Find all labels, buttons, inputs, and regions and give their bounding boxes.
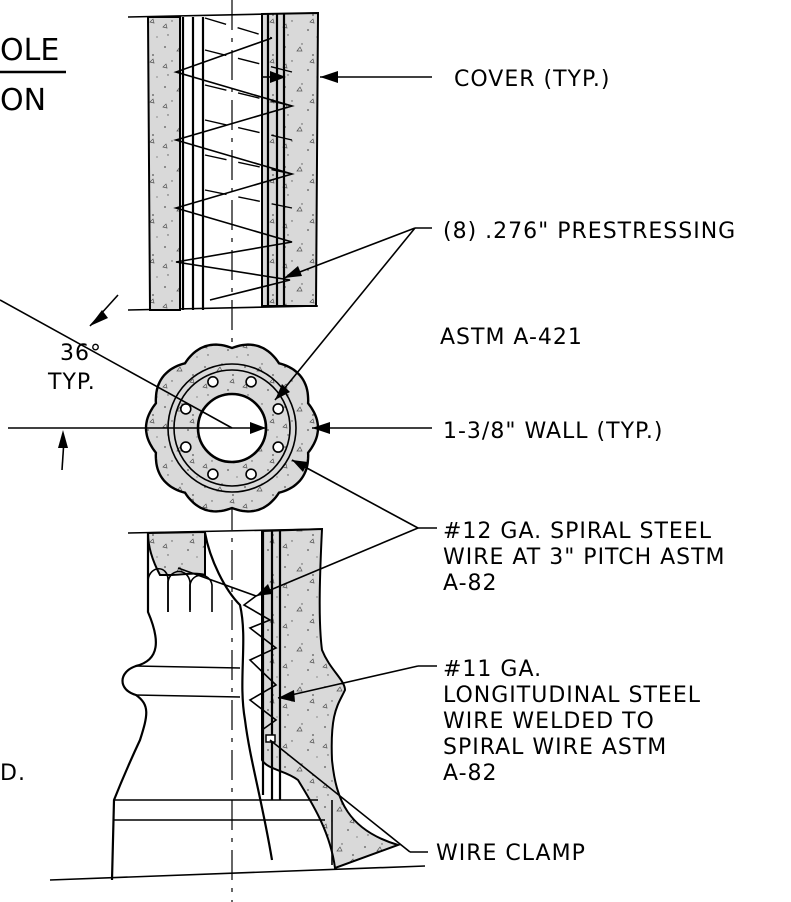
prestressing-strand (180, 403, 192, 415)
angle-typ-label: TYP. (47, 370, 96, 395)
longitudinal-label-2: LONGITUDINAL STEEL (443, 683, 701, 708)
prestressing-strand (207, 375, 219, 388)
title-block: OLE ON (0, 33, 66, 118)
cover-label: COVER (TYP.) (454, 67, 610, 92)
longitudinal-label-4: SPIRAL WIRE ASTM (443, 735, 667, 760)
angle-label: 36° (60, 341, 102, 366)
longitudinal-label-1: #11 GA. (443, 657, 542, 682)
leaders (232, 71, 437, 853)
spiral-label-1: #12 GA. SPIRAL STEEL (443, 519, 712, 544)
wall-label: 1-3/8" WALL (TYP.) (443, 419, 663, 444)
prestressing-strands (180, 375, 285, 481)
prestressing-strand (245, 375, 257, 388)
spiral-label-3: A-82 (443, 571, 498, 596)
prestressing-label: (8) .276" PRESTRESSING (443, 219, 736, 244)
wire-clamp (265, 734, 276, 743)
prestressing-strand (180, 441, 192, 453)
angle-indicator: 36° TYP. (0, 294, 233, 471)
title-line-1: OLE (0, 33, 59, 68)
longitudinal-label-5: A-82 (443, 761, 498, 786)
lower-pole-base (49, 527, 426, 881)
upper-pole-segment (127, 11, 320, 311)
edge-label: D. (0, 761, 26, 786)
prestressing-strand (245, 468, 257, 481)
prestressing-strand (207, 468, 219, 481)
prestressing-strand (272, 403, 285, 415)
title-line-2: ON (0, 83, 46, 118)
spiral-label-2: WIRE AT 3" PITCH ASTM (443, 545, 726, 570)
wire-clamp-label: WIRE CLAMP (436, 841, 586, 866)
callout-labels: COVER (TYP.) (8) .276" PRESTRESSING ASTM… (0, 67, 736, 866)
astm-a421-label: ASTM A-421 (440, 325, 583, 350)
upper-right-wall (261, 11, 320, 307)
longitudinal-label-3: WIRE WELDED TO (443, 709, 655, 734)
lower-cut-section (261, 527, 402, 870)
prestressing-strand (272, 441, 285, 453)
upper-left-wall (146, 16, 181, 311)
